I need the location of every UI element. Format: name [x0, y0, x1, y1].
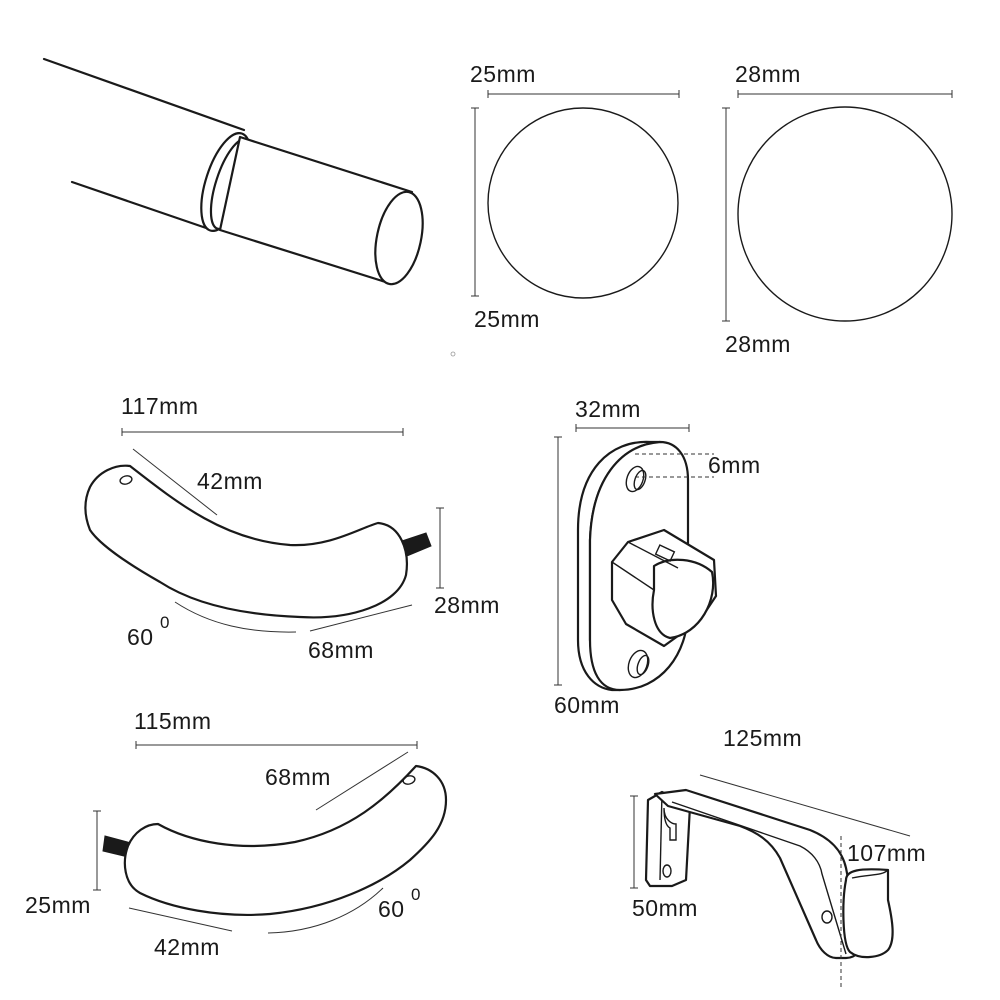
- rod-bottom-edge: [70, 180, 214, 232]
- rod-28-width-label: 28mm: [735, 61, 801, 87]
- bracket-projection-label: 107mm: [847, 840, 926, 866]
- rod-end-cap: [374, 190, 424, 286]
- elbow-b-inner-label: 42mm: [154, 934, 220, 960]
- elbow-b-width-label: 115mm: [134, 708, 212, 734]
- bracket-cup: [842, 868, 894, 959]
- elbow-a-angle-label: 60: [127, 624, 154, 650]
- support-hole-label: 6mm: [708, 452, 761, 478]
- support-socket-bore: [651, 558, 715, 640]
- elbow-a-angle-unit: 0: [160, 613, 169, 632]
- bracket-plate-hole: [662, 864, 672, 878]
- rod-25-profile: 25mm 25mm: [450, 61, 680, 357]
- elbow-a-outer-label: 68mm: [308, 637, 374, 663]
- rod-25-width-label: 25mm: [470, 61, 536, 87]
- elbow-a-screw-hole: [119, 475, 133, 485]
- bracket-height-label: 50mm: [632, 895, 698, 921]
- elbow-b-angle-arc: [267, 887, 384, 934]
- elbow-b-inner-dimline: [128, 907, 233, 932]
- bracket-length-label: 125mm: [723, 725, 802, 751]
- elbow-a-height-label: 28mm: [434, 592, 500, 618]
- rod-illustration: [42, 57, 424, 286]
- elbow-b-screw-hole: [402, 775, 416, 785]
- rod-25-height-label: 25mm: [474, 306, 540, 332]
- elbow-a: 117mm 42mm 28mm 60 0 68mm: [84, 393, 500, 663]
- wall-bracket: 125mm 50mm 107mm: [630, 725, 926, 990]
- rod-28-profile: 28mm 28mm: [722, 61, 953, 357]
- rod-28-circle: [737, 106, 953, 322]
- support-bottom-hole: [627, 649, 649, 679]
- elbow-a-angle-arc: [174, 601, 297, 633]
- support-top-hole: [625, 465, 645, 493]
- bracket-arm-screw: [821, 910, 833, 924]
- rod-top-edge: [42, 57, 246, 132]
- ceiling-support: 32mm 60mm 6mm: [554, 396, 761, 718]
- elbow-b-height-label: 25mm: [25, 892, 91, 918]
- elbow-a-inner-label: 42mm: [197, 468, 263, 494]
- elbow-a-outer-dimline: [309, 604, 413, 632]
- elbow-a-width-label: 117mm: [121, 393, 199, 419]
- support-width-label: 32mm: [575, 396, 641, 422]
- elbow-b-angle-unit: 0: [411, 885, 420, 904]
- elbow-b-angle-label: 60: [378, 896, 405, 922]
- bracket-length-dimline: [699, 774, 911, 837]
- rod-25-circle: [487, 107, 679, 299]
- elbow-b-body: [123, 764, 448, 916]
- elbow-b: 115mm 68mm 25mm 42mm 60 0: [25, 708, 448, 960]
- elbow-a-inner-dimline: [132, 448, 218, 516]
- elbow-a-body: [84, 464, 408, 619]
- elbow-b-outer-dimline: [315, 751, 409, 811]
- stray-dot: [450, 351, 456, 357]
- support-height-label: 60mm: [554, 692, 620, 718]
- bracket-keyhole: [663, 807, 677, 841]
- elbow-b-outer-label: 68mm: [265, 764, 331, 790]
- support-set-screw: [654, 544, 676, 562]
- rod-28-height-label: 28mm: [725, 331, 791, 357]
